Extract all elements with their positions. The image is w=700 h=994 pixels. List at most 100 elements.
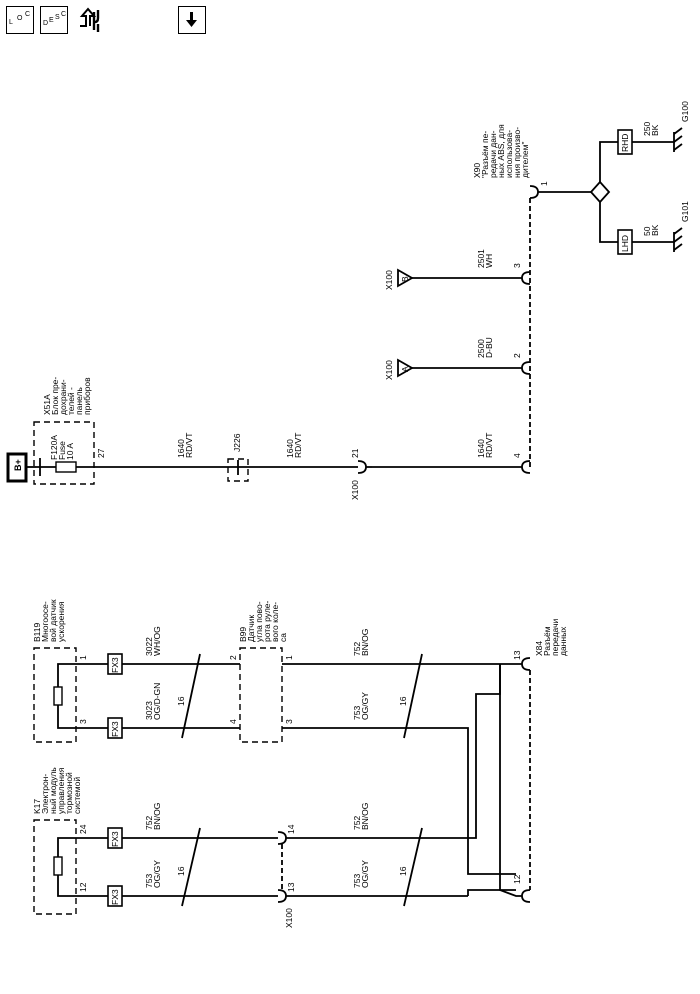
desc-letter-d: D (43, 20, 49, 27)
toolbar: L O C D E S C (6, 6, 226, 40)
b99-id: B99 (238, 627, 248, 642)
desc-button[interactable]: D E S C (40, 6, 68, 34)
x84-pin-13-connector (521, 657, 531, 671)
wire-1640-a-color: RD/VT (184, 433, 194, 459)
off-page-b-triangle (397, 268, 414, 288)
dlc-pin-2: 2 (512, 353, 522, 358)
fuse-block-x51a (33, 421, 95, 485)
off-page-b-connector: X100 (384, 270, 394, 290)
down-arrow-icon (186, 12, 197, 27)
twist-b99-label: 16 (398, 696, 408, 706)
x90-desc-3: ных ABS, для (496, 124, 506, 178)
wire-2501-circuit: 2501 (476, 249, 486, 268)
inline-x100-pin-21: 21 (350, 448, 360, 458)
b119-pin-1: 1 (78, 655, 88, 660)
twist-k17-b (403, 827, 423, 907)
wire-752-b-color: BN/OG (152, 803, 162, 830)
b119-desc-1: Многоосе- (40, 601, 50, 642)
wire-753-a-color: OG/GY (360, 692, 370, 720)
inline-x100-pin-13-connector (277, 889, 287, 903)
option-rhd-label: RHD (620, 134, 630, 152)
k17-id: K17 (32, 799, 42, 814)
x90-pin-1-connector (529, 185, 539, 199)
module-k17 (33, 819, 77, 915)
inline-x100-id-bottom: X100 (284, 908, 294, 928)
dlc-pin-3: 3 (512, 263, 522, 268)
wire-753-b-color: OG/GY (152, 860, 162, 888)
fuse-block-desc-3: телей - (66, 387, 76, 415)
b99-desc-2: угла пово- (254, 601, 264, 642)
x90-desc-1: "Разъём пе- (480, 131, 490, 178)
b99-desc-1: Датчик (246, 615, 256, 642)
k17-desc-4: тормозной (64, 772, 74, 814)
wire-3023-color: OG/D-GN (152, 683, 162, 720)
b99-desc-4: вого коле- (270, 602, 280, 642)
off-page-a-letter: A (400, 366, 410, 372)
k17-desc-2: ный модуль (48, 767, 58, 814)
loc-button[interactable]: L O C (6, 6, 34, 34)
module-b119 (33, 647, 77, 743)
off-page-b-letter: B (400, 276, 410, 282)
fuse-symbol (55, 461, 77, 473)
wire-752-a-color: BN/OG (360, 629, 370, 656)
x84-pin-13: 13 (512, 650, 522, 660)
twist-b119 (181, 653, 201, 739)
k17-pin-24: 24 (78, 824, 88, 834)
twist-k17 (181, 827, 201, 907)
option-lhd-label: LHD (620, 235, 630, 252)
b99-desc-3: рота руле- (262, 600, 272, 642)
b99-pin-2: 2 (228, 655, 238, 660)
b119-id: B119 (32, 623, 42, 642)
twist-k17-label: 16 (176, 866, 186, 876)
option-splice-diamond (589, 180, 611, 204)
battery-positive-label: B+ (13, 459, 23, 471)
k17-fx3-a-label: FX3 (110, 831, 120, 847)
ground-g100-circuit: 250 (642, 122, 652, 136)
b119-desc-2: вой датчик (48, 599, 58, 642)
x84-desc-2: передачи (550, 618, 560, 656)
ground-g101-color: BK (650, 224, 660, 236)
inline-connector-x100-21 (357, 460, 367, 474)
twist-k17-b-label: 16 (398, 866, 408, 876)
module-b99 (239, 647, 283, 743)
inline-x100-pin-14: 14 (286, 824, 296, 834)
wire-3022-color: WH/OG (152, 626, 162, 656)
b119-pin-3: 3 (78, 719, 88, 724)
off-page-a-triangle (397, 358, 414, 378)
b119-fx3-b-label: FX3 (110, 721, 120, 737)
x84-id: X84 (534, 641, 544, 656)
ground-g101-symbol (673, 227, 683, 252)
desc-letter-c: C (61, 11, 67, 18)
x90-pin-1: 1 (539, 181, 549, 186)
desc-letter-s: S (55, 14, 60, 21)
dlc-pin-4-connector (521, 460, 531, 474)
inline-x100-id-top: X100 (350, 480, 360, 500)
x84-desc-1: Разъём (542, 626, 552, 656)
loc-letter-o: O (17, 15, 23, 22)
b119-resistor (53, 686, 63, 706)
twist-b119-label: 16 (176, 696, 186, 706)
wire-753-c-color: OG/GY (360, 860, 370, 888)
k17-resistor (53, 856, 63, 876)
dlc-pin-3-connector (521, 271, 531, 285)
b119-desc-3: ускорения (56, 601, 66, 642)
k17-pin-12: 12 (78, 882, 88, 892)
loc-letter-c: C (25, 11, 31, 18)
wire-1640-c-circuit: 1640 (476, 439, 486, 458)
x84-pin-12-connector (521, 889, 531, 903)
down-button[interactable] (178, 6, 206, 34)
fuse-block-desc-2: дохрани- (58, 379, 68, 415)
fuse-block-desc-5: приборов (82, 377, 92, 415)
wire-1640-b-circuit: 1640 (285, 439, 295, 458)
k17-fx3-b-label: FX3 (110, 889, 120, 905)
x90-desc-2: редачи дан- (488, 130, 498, 178)
x90-desc-6: дителем" (520, 142, 530, 179)
x84-desc-3: данных (558, 626, 568, 656)
x90-id: X90 (472, 163, 482, 178)
diagnostic-tools-button[interactable] (76, 6, 108, 36)
ground-g100-color: BK (650, 124, 660, 136)
wire-752-c-color: BN/OG (360, 803, 370, 830)
wire-3022-circuit: 3022 (144, 637, 154, 656)
x90-desc-4: использова- (504, 130, 514, 178)
